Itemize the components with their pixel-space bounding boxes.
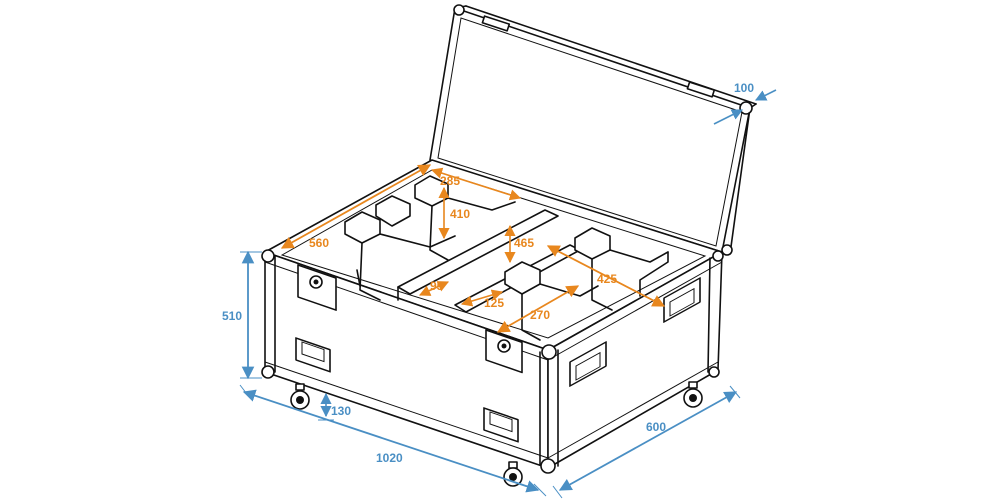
length-dimension-line xyxy=(242,389,540,493)
length-label: 1020 xyxy=(376,451,403,465)
exterior-dimensions: 510 1020 600 130 100 xyxy=(222,81,777,499)
corner-ball xyxy=(712,250,724,262)
divider-height-label: 465 xyxy=(514,236,534,250)
butterfly-latch-center xyxy=(485,329,523,374)
lid-thickness-label: 100 xyxy=(734,81,754,95)
inner-length-dimension-line xyxy=(280,164,432,249)
butterfly-latch-left xyxy=(297,264,337,311)
gap-small-label: 95 xyxy=(430,279,444,293)
corner-ball xyxy=(541,344,557,360)
lid-latch-plate xyxy=(481,15,511,32)
lid-latch-plate xyxy=(686,81,716,98)
wheel-height-label: 130 xyxy=(331,404,351,418)
corner-ball xyxy=(261,249,275,263)
handle-side-lower xyxy=(569,341,607,387)
lid-corner-ball xyxy=(721,244,733,256)
compartment-height-label: 410 xyxy=(450,207,470,221)
handle-side-upper xyxy=(663,277,701,323)
lid-thickness-arrow-in xyxy=(713,109,744,125)
right-compartment-width-label: 425 xyxy=(597,272,617,286)
corner-ball xyxy=(540,458,556,474)
interior-dimensions: 560 285 410 465 95 125 270 425 xyxy=(280,164,666,333)
inner-length-label: 560 xyxy=(309,236,329,250)
lid-thickness-arrow-out xyxy=(754,89,777,101)
corner-ball xyxy=(261,365,275,379)
corner-ball xyxy=(708,366,720,378)
depth-label: 600 xyxy=(646,420,666,434)
compartment-width-label: 285 xyxy=(440,174,460,188)
lid-corner-ball xyxy=(739,101,753,115)
right-compartment-width-dimension-line xyxy=(546,245,666,307)
compartment-depth-label: 270 xyxy=(530,308,550,322)
compartment-width-dimension-line xyxy=(430,167,522,201)
caster-wheel xyxy=(290,383,310,410)
handle-front-left xyxy=(295,337,331,373)
height-label: 510 xyxy=(222,309,242,323)
gap-small-dimension-line xyxy=(418,281,450,296)
depth-dimension-line xyxy=(558,391,738,491)
gap-mid-label: 125 xyxy=(484,296,504,310)
gap-mid-dimension-line xyxy=(460,289,504,307)
lid-corner-ball xyxy=(453,4,465,16)
